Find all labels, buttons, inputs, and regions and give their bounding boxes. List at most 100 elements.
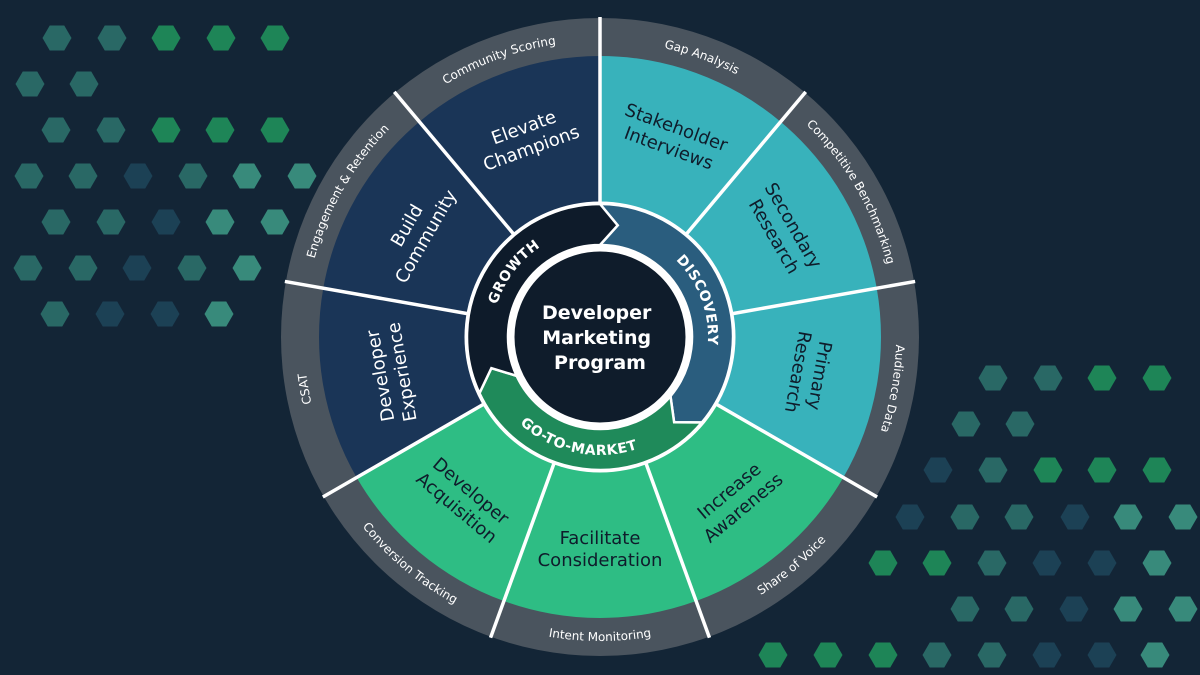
segment-elevate-champions: ElevateChampions (419, 56, 600, 235)
segment-secondary-research: SecondaryResearch (686, 121, 877, 314)
hexagon-decoration (232, 255, 262, 281)
hexagon-decoration (13, 255, 43, 281)
hexagon-decoration (1004, 596, 1034, 622)
hexagon-decoration (68, 163, 98, 189)
hexagon-decoration (1033, 365, 1063, 391)
center-title-line: Developer (542, 302, 652, 324)
segment-wedge (600, 56, 781, 235)
center-hub: Developer Marketing Program (511, 248, 689, 426)
hexagon-decoration (40, 301, 70, 327)
hexagon-decoration (96, 117, 126, 143)
segment-wedge (503, 462, 697, 618)
hexagon-decoration (150, 301, 180, 327)
hexagon-decoration (260, 117, 290, 143)
hexagon-decoration (96, 209, 126, 235)
hexagon-decoration (813, 642, 843, 668)
hexagon-decoration (260, 25, 290, 51)
hexagon-decoration (978, 365, 1008, 391)
segment-stakeholder-interviews: StakeholderInterviews (600, 56, 781, 235)
segment-developer-acquisition: DeveloperAcquisition (356, 404, 555, 602)
hexagon-decoration (41, 209, 71, 235)
hexagon-decoration (1142, 365, 1172, 391)
hexagon-decoration (1059, 596, 1089, 622)
metric-label: Intent Monitoring (548, 626, 652, 644)
segment-wedge (686, 121, 877, 314)
segment-divider (284, 279, 469, 316)
hexagon-decoration (1142, 457, 1172, 483)
segment-divider (321, 402, 485, 499)
hexagon-decoration (151, 209, 181, 235)
hexagon-decoration (206, 25, 236, 51)
hexagon-decoration (122, 255, 152, 281)
center-title: Developer Marketing Program (542, 302, 658, 374)
center-title-line: Marketing (542, 327, 651, 349)
segment-primary-research: PrimaryResearch (716, 288, 881, 478)
hexagon-decoration (69, 71, 99, 97)
hexagon-decoration (204, 301, 234, 327)
hexagon-decoration (205, 117, 235, 143)
hexagon-decoration (977, 550, 1007, 576)
segment-label-line: Consideration (538, 550, 663, 571)
hexagon-decoration (1060, 504, 1090, 530)
hexagon-decoration (1142, 550, 1172, 576)
hexagon-decoration (1087, 457, 1117, 483)
hexagon-background-pattern (13, 25, 1198, 668)
segment-divider (488, 462, 556, 639)
segment-developer-experience: DeveloperExperience (319, 288, 484, 478)
hexagon-decoration (1168, 596, 1198, 622)
hexagon-decoration (1113, 504, 1143, 530)
hexagon-decoration (978, 457, 1008, 483)
hexagon-decoration (1005, 411, 1035, 437)
wheel: StakeholderInterviewsSecondaryResearchPr… (281, 17, 919, 656)
hexagon-decoration (14, 163, 44, 189)
hexagon-decoration (178, 163, 208, 189)
hexagon-decoration (232, 163, 262, 189)
program-segments: StakeholderInterviewsSecondaryResearchPr… (319, 56, 881, 618)
hexagon-decoration (151, 25, 181, 51)
hexagon-decoration (868, 550, 898, 576)
hexagon-decoration (151, 117, 181, 143)
hexagon-decoration (923, 457, 953, 483)
segment-wedge (323, 121, 514, 314)
hexagon-decoration (758, 642, 788, 668)
hexagon-decoration (1087, 365, 1117, 391)
segment-dividers (284, 17, 916, 639)
center-title-line: Program (554, 352, 646, 374)
hexagon-decoration (950, 504, 980, 530)
segment-wedge (645, 404, 844, 602)
hexagon-decoration (1087, 550, 1117, 576)
hexagon-decoration (41, 117, 71, 143)
hexagon-decoration (42, 25, 72, 51)
segment-divider (715, 402, 879, 499)
segment-divider (731, 279, 916, 316)
hexagon-decoration (15, 71, 45, 97)
segment-wedge (356, 404, 555, 602)
segment-divider (684, 90, 808, 236)
phase-growth: GROWTH (465, 202, 620, 397)
hexagon-decoration (1140, 642, 1170, 668)
hexagon-decoration (977, 642, 1007, 668)
hexagon-decoration (1113, 596, 1143, 622)
hexagon-decoration (1033, 457, 1063, 483)
hexagon-decoration (1032, 550, 1062, 576)
hexagon-decoration (1004, 504, 1034, 530)
segment-wedge (319, 288, 484, 478)
center-circle (511, 248, 689, 426)
hexagon-decoration (68, 255, 98, 281)
hexagon-decoration (895, 504, 925, 530)
hexagon-decoration (260, 209, 290, 235)
hexagon-decoration (205, 209, 235, 235)
segment-divider (392, 90, 516, 236)
segment-build-community: BuildCommunity (323, 121, 514, 314)
hexagon-decoration (95, 301, 125, 327)
hexagon-decoration (97, 25, 127, 51)
hexagon-decoration (922, 550, 952, 576)
segment-divider (644, 462, 712, 639)
hexagon-decoration (287, 163, 317, 189)
segment-increase-awareness: IncreaseAwareness (645, 404, 844, 602)
phase-arc (465, 202, 620, 397)
hexagon-decoration (1168, 504, 1198, 530)
